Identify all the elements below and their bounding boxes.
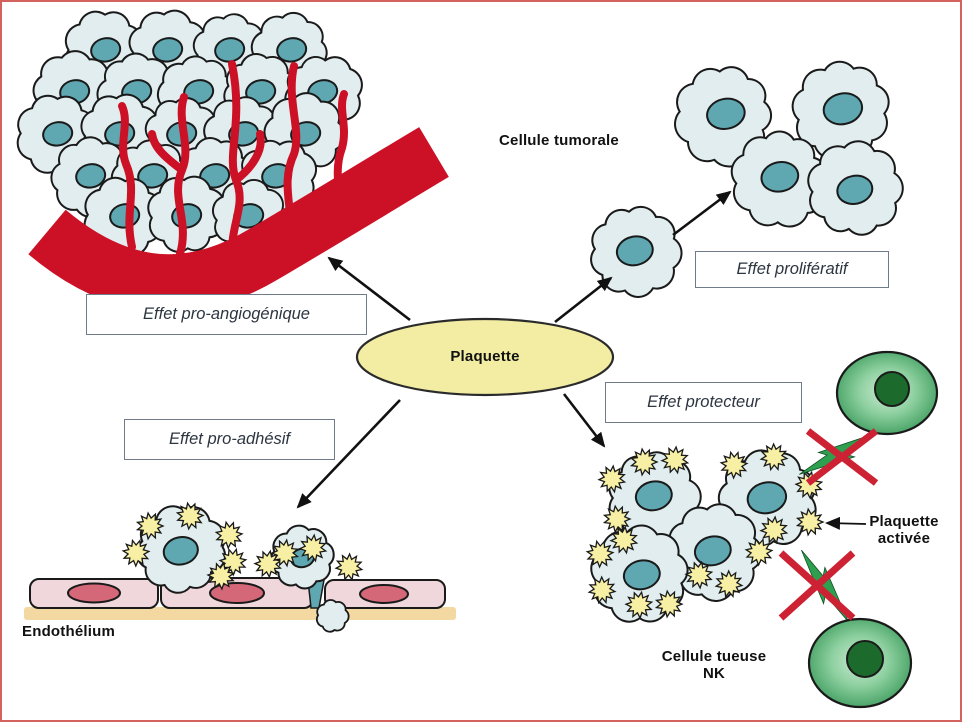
- cellule-tueuse-line1: Cellule tueuse: [661, 648, 767, 665]
- arrows: [296, 190, 867, 530]
- label-box-effet-pro-adhesif: Effet pro-adhésif: [124, 419, 335, 460]
- adhesion-platelets: [121, 501, 364, 591]
- proliferative-cells: [590, 60, 904, 298]
- effet-proliferatif-text: Effet prolifératif: [736, 260, 848, 278]
- cellule-tueuse-line2: NK: [702, 665, 726, 682]
- label-box-effet-proliferatif: Effet prolifératif: [695, 251, 889, 288]
- effet-pro-angiogenique-text: Effet pro-angiogénique: [143, 305, 310, 323]
- nk-cells: [807, 350, 939, 709]
- plaquette-ellipse: [355, 317, 615, 397]
- activated-platelets: [585, 442, 825, 620]
- label-plaquette: Plaquette: [450, 348, 520, 365]
- label-cellule-tumorale: Cellule tumorale: [499, 132, 619, 149]
- protected-tumor-cluster: [590, 449, 817, 623]
- label-box-effet-pro-angiogenique: Effet pro-angiogénique: [86, 294, 367, 335]
- vessel-branches: [118, 60, 348, 268]
- main-blood-vessel: [28, 127, 449, 313]
- plaquette-activee-line1: Plaquette: [869, 513, 939, 530]
- effet-protecteur-text: Effet protecteur: [647, 393, 760, 411]
- plaquette-activee-line2: activée: [877, 530, 931, 547]
- blocked-cross-marks: [778, 428, 879, 621]
- label-endothelium: Endothélium: [22, 623, 116, 640]
- effet-pro-adhesif-text: Effet pro-adhésif: [168, 430, 291, 448]
- label-box-effet-protecteur: Effet protecteur: [605, 382, 802, 423]
- label-plaquette-activee: Plaquette activée: [851, 513, 957, 547]
- label-cellule-tueuse-nk: Cellule tueuse NK: [647, 648, 781, 682]
